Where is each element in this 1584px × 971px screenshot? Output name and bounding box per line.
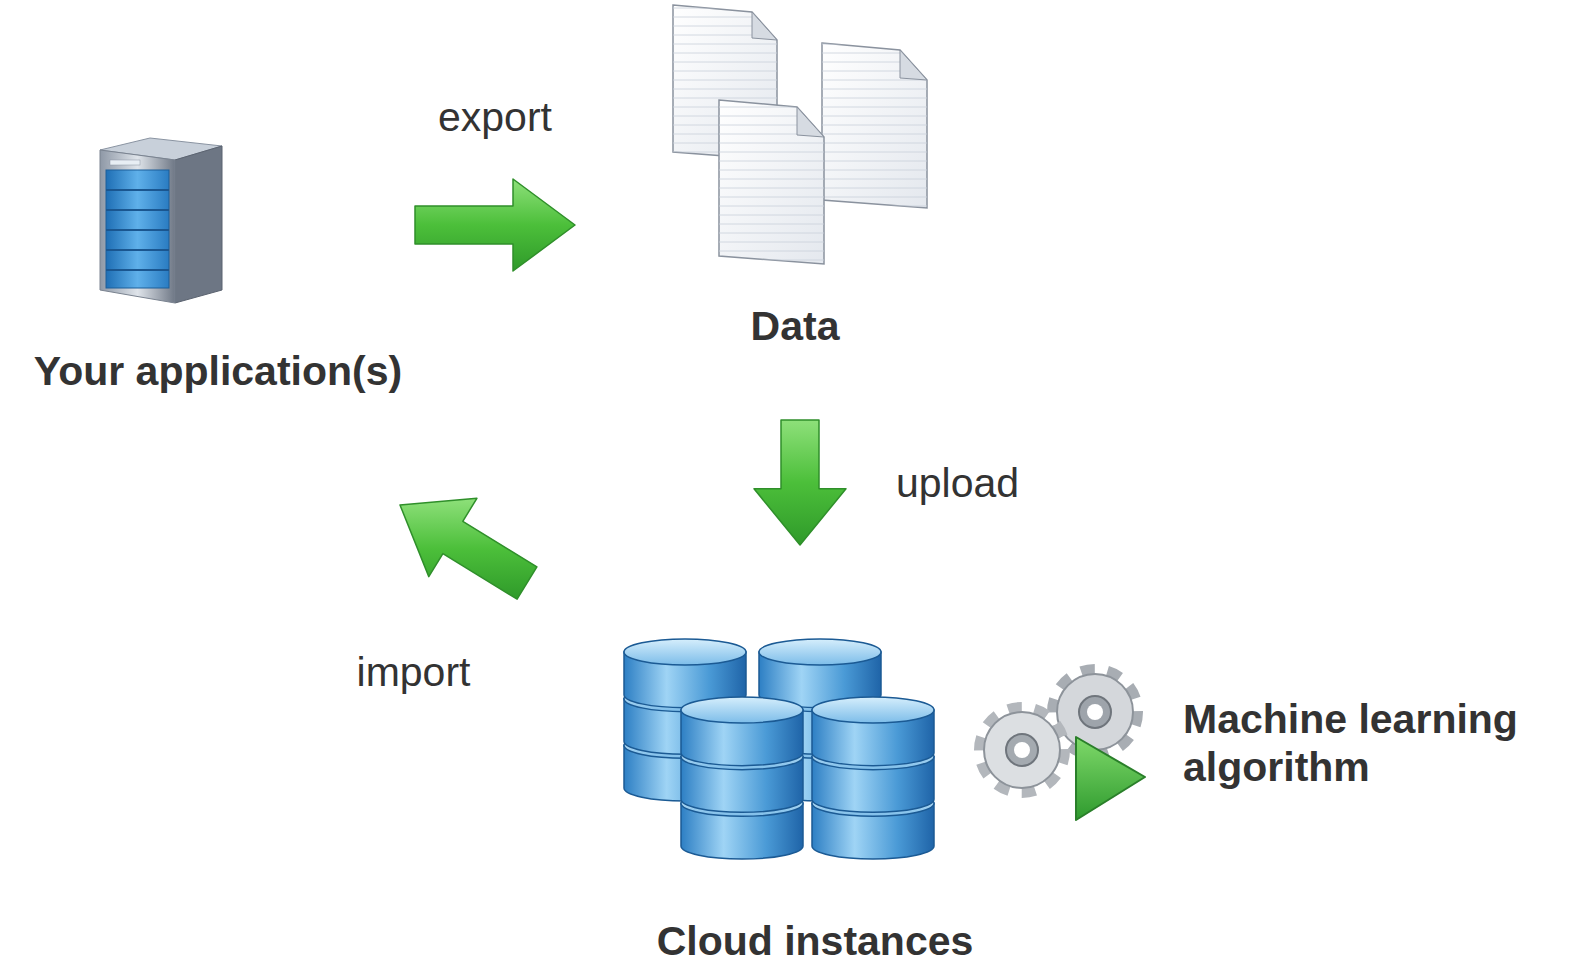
edge-label: export (435, 93, 555, 141)
edge-label: upload (893, 459, 1022, 507)
edge-label: import (354, 648, 474, 696)
node-label: Cloud instances (657, 917, 974, 965)
block-arrow (415, 179, 575, 271)
document-icon (673, 5, 927, 264)
block-arrow (400, 498, 537, 599)
icon-node: Machine learning algorithm (975, 655, 1575, 830)
icon-node: Data (660, 0, 930, 350)
node-label: Machine learning algorithm (1183, 695, 1573, 791)
database-icon (624, 639, 934, 859)
server-icon (100, 138, 222, 303)
gear-icon (982, 672, 1145, 820)
node-label: Your application(s) (34, 347, 402, 395)
node-label: Data (751, 302, 840, 350)
block-arrow (754, 420, 846, 545)
icon-node: Cloud instances (615, 630, 1015, 965)
icon-node: Your application(s) (3, 135, 433, 395)
